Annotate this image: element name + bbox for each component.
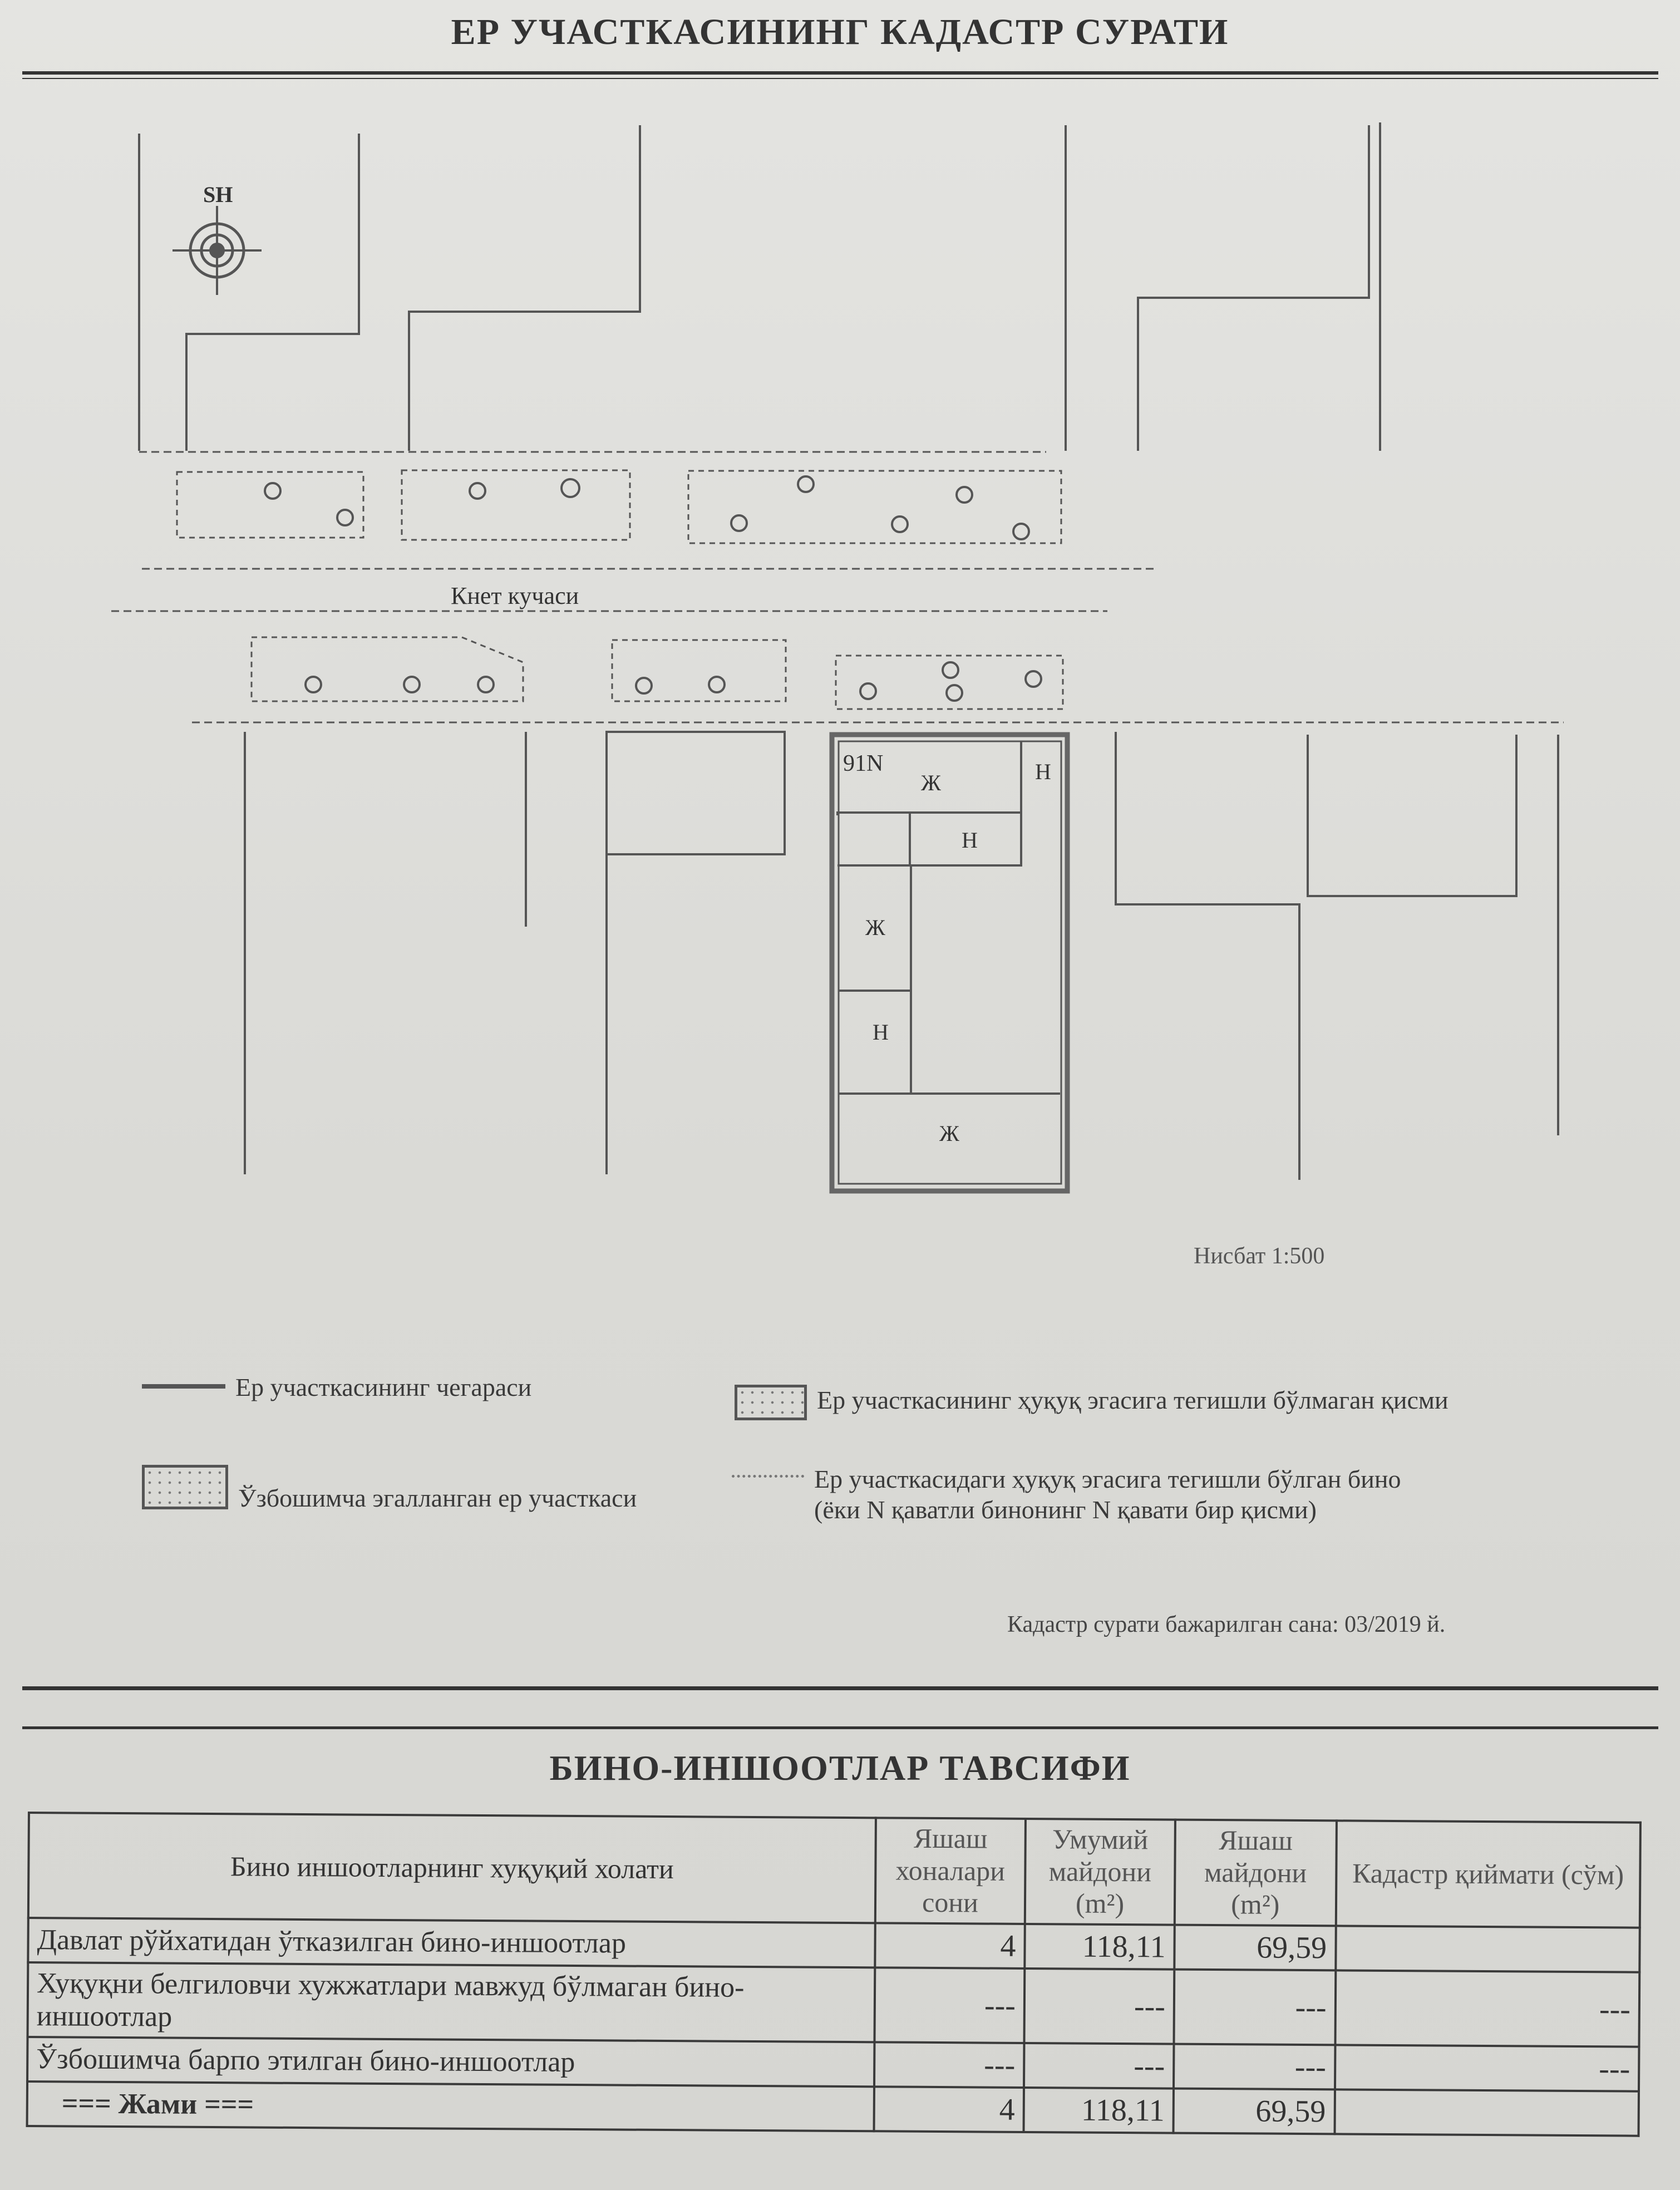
buildings-table: Бино иншоотларнинг хуқуқий холати Яшаш х… — [26, 1812, 1642, 2137]
room-label-5: Н — [873, 1020, 889, 1045]
legend-not-owned-label: Ер участкасининг ҳуқуқ эгасига тегишли б… — [817, 1386, 1449, 1414]
total-rooms: 4 — [874, 2086, 1024, 2132]
buildings-title: БИНО-ИНШООТЛАР ТАВСИФИ — [549, 1748, 1131, 1788]
boundary-line-symbol — [142, 1384, 225, 1389]
table-row: Хуқуқни белгиловчи хужжатлари мавжуд бўл… — [27, 1962, 1640, 2047]
value-cell: --- — [1335, 1970, 1640, 2047]
legend-not-owned-part: Ер участкасининг ҳуқуқ эгасига тегишли б… — [735, 1385, 1449, 1420]
row-label: Давлат рўйхатидан ўтказилган бино-иншоот… — [28, 1917, 875, 1967]
total-area-cell: --- — [1023, 2043, 1174, 2089]
total-label: === Жами === — [27, 2081, 874, 2131]
rooms-cell: --- — [874, 1967, 1025, 2043]
north-green-strips — [176, 469, 1062, 544]
value-cell — [1335, 1925, 1640, 1972]
north-plots — [138, 122, 1381, 451]
legend-boundary-label: Ер участкасининг чегараси — [235, 1373, 532, 1401]
row-label: Хуқуқни белгиловчи хужжатлари мавжуд бўл… — [27, 1962, 875, 2042]
completion-date: Кадастр сурати бажарилган сана: 03/2019 … — [1007, 1612, 1446, 1637]
rooms-cell: --- — [874, 2041, 1024, 2088]
scale-label: Нисбат 1:500 — [1194, 1243, 1324, 1269]
cadastral-map: SH Кнет кучаси 91N Ж Н Н Ж Н Ж Нисбат 1:… — [0, 100, 1680, 1269]
title-divider-thin — [22, 78, 1658, 79]
total-total-area: 118,11 — [1023, 2087, 1174, 2133]
south-green-strips — [250, 636, 1064, 710]
building-dash-symbol — [732, 1475, 804, 1481]
total-area-cell: 118,11 — [1024, 1923, 1175, 1970]
compass-icon — [173, 206, 262, 295]
table-divider — [22, 1686, 1658, 1690]
living-area-cell: --- — [1174, 2044, 1336, 2089]
col-legal-status: Бино иншоотларнинг хуқуқий холати — [28, 1813, 876, 1923]
total-area-cell: --- — [1024, 1968, 1175, 2044]
legend-owned-building: Ер участкасидаги ҳуқуқ эгасига тегишли б… — [732, 1464, 1401, 1525]
title-divider — [22, 71, 1658, 75]
living-area-cell: 69,59 — [1174, 1925, 1336, 1970]
col-rooms: Яшаш хоналари сони — [875, 1818, 1026, 1924]
row-label: Ўзбошимча барпо этилган бино-иншоотлар — [27, 2036, 875, 2086]
legend-boundary: Ер участкасининг чегараси — [142, 1372, 531, 1402]
legend-owned-note: (ёки N қаватли бинонинг N қавати бир қис… — [814, 1495, 1317, 1524]
col-total-area: Умумий майдони (m²) — [1024, 1818, 1175, 1925]
total-living-area: 69,59 — [1173, 2088, 1335, 2134]
col-cadastral-value: Кадастр қиймати (сўм) — [1336, 1820, 1640, 1928]
legend-seized-label: Ўзбошимча эгалланган ер участкаси — [238, 1484, 637, 1512]
table-total-row: === Жами === 4 118,11 69,59 — [27, 2081, 1639, 2136]
page-title: ЕР УЧАСТКАСИНИНГ КАДАСТР СУРАТИ — [451, 12, 1229, 52]
room-label-1: Ж — [921, 770, 941, 795]
street-label: Кнет кучаси — [451, 582, 579, 609]
legend-owned-text-block: Ер участкасидаги ҳуқуқ эгасига тегишли б… — [814, 1464, 1401, 1525]
parcel-number: 91N — [843, 751, 883, 776]
seized-area-symbol — [142, 1465, 228, 1509]
south-plots — [244, 731, 1559, 1180]
room-label-2: Н — [1035, 759, 1051, 784]
tree-symbols — [264, 475, 1042, 702]
compass-label: SH — [203, 182, 233, 207]
subject-parcel — [829, 732, 1070, 1194]
map-drawing: SH Кнет кучаси 91N Ж Н Н Ж Н Ж Нисбат 1:… — [111, 122, 1564, 1269]
legend-owned-label: Ер участкасидаги ҳуқуқ эгасига тегишли б… — [814, 1465, 1401, 1493]
room-label-3: Н — [962, 828, 978, 853]
legend-seized-plot: Ўзбошимча эгалланган ер участкаси — [142, 1465, 637, 1513]
value-cell: --- — [1334, 2044, 1639, 2091]
col-living-area: Яшаш майдони (m²) — [1174, 1819, 1337, 1926]
dotted-area-symbol — [735, 1385, 807, 1420]
living-area-cell: --- — [1174, 1969, 1336, 2045]
table-divider-thin — [22, 1726, 1658, 1729]
room-label-4: Ж — [865, 915, 885, 940]
table-header-row: Бино иншоотларнинг хуқуқий холати Яшаш х… — [28, 1813, 1640, 1928]
total-value — [1334, 2089, 1639, 2136]
room-label-6: Ж — [939, 1121, 959, 1146]
rooms-cell: 4 — [875, 1922, 1025, 1968]
